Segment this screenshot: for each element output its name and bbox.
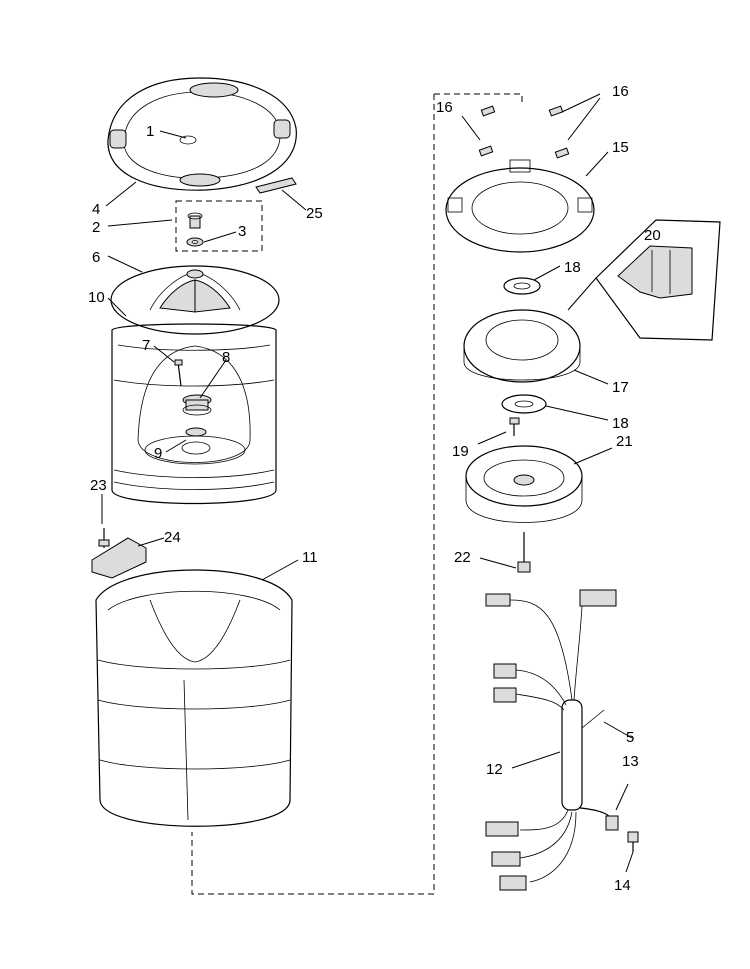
leader-lines	[101, 93, 634, 873]
callout-3: 3	[238, 223, 246, 240]
group-link-motor-tub	[434, 93, 523, 104]
callout-18-upper: 18	[564, 259, 581, 276]
tub-ring	[107, 77, 297, 191]
sensor-leader	[567, 277, 597, 311]
pins	[478, 105, 570, 159]
callout-1: 1	[146, 123, 154, 140]
callout-21: 21	[616, 433, 633, 450]
callout-13: 13	[622, 753, 639, 770]
outer-tub	[95, 569, 293, 827]
group-box-2-3	[175, 200, 263, 252]
callout-7: 7	[142, 337, 150, 354]
callout-25: 25	[306, 205, 323, 222]
callout-23: 23	[90, 477, 107, 494]
group-link-line	[191, 94, 435, 895]
callout-6: 6	[92, 249, 100, 266]
callout-5: 5	[626, 729, 634, 746]
hub-parts	[174, 359, 212, 455]
callout-24: 24	[164, 529, 181, 546]
wash-basket	[111, 323, 277, 505]
stator	[463, 309, 581, 383]
stator-mount	[445, 159, 595, 253]
callout-17: 17	[612, 379, 629, 396]
callout-9: 9	[154, 445, 162, 462]
callout-4: 4	[92, 201, 100, 218]
callout-8: 8	[222, 349, 230, 366]
callout-22: 22	[454, 549, 471, 566]
callout-11: 11	[302, 549, 318, 566]
callout-labels: 1 2 3 4 5 6 7 8 9 10 11 12 13 14 15 16 1…	[88, 83, 661, 894]
callout-10: 10	[88, 289, 105, 306]
wire-harness	[485, 589, 617, 891]
callout-20: 20	[644, 227, 661, 244]
callout-15: 15	[612, 139, 629, 156]
callout-2: 2	[92, 219, 100, 236]
callout-18-lower: 18	[612, 415, 629, 432]
callout-12: 12	[486, 761, 503, 778]
rotor	[465, 445, 583, 523]
callout-16-right: 16	[612, 83, 629, 100]
callout-16-left: 16	[436, 99, 453, 116]
sensor-inset	[595, 219, 721, 341]
callout-14: 14	[614, 877, 631, 894]
callout-19: 19	[452, 443, 469, 460]
strip-25	[255, 177, 297, 194]
spacer-upper	[503, 277, 541, 295]
rotor-bolt	[517, 532, 531, 573]
basket-cover	[110, 265, 280, 335]
spacer-lower	[501, 394, 547, 414]
clamp-screw	[579, 807, 639, 852]
bolt-19	[509, 417, 520, 436]
nut-washer	[186, 212, 204, 247]
bracket-screw	[91, 528, 147, 579]
